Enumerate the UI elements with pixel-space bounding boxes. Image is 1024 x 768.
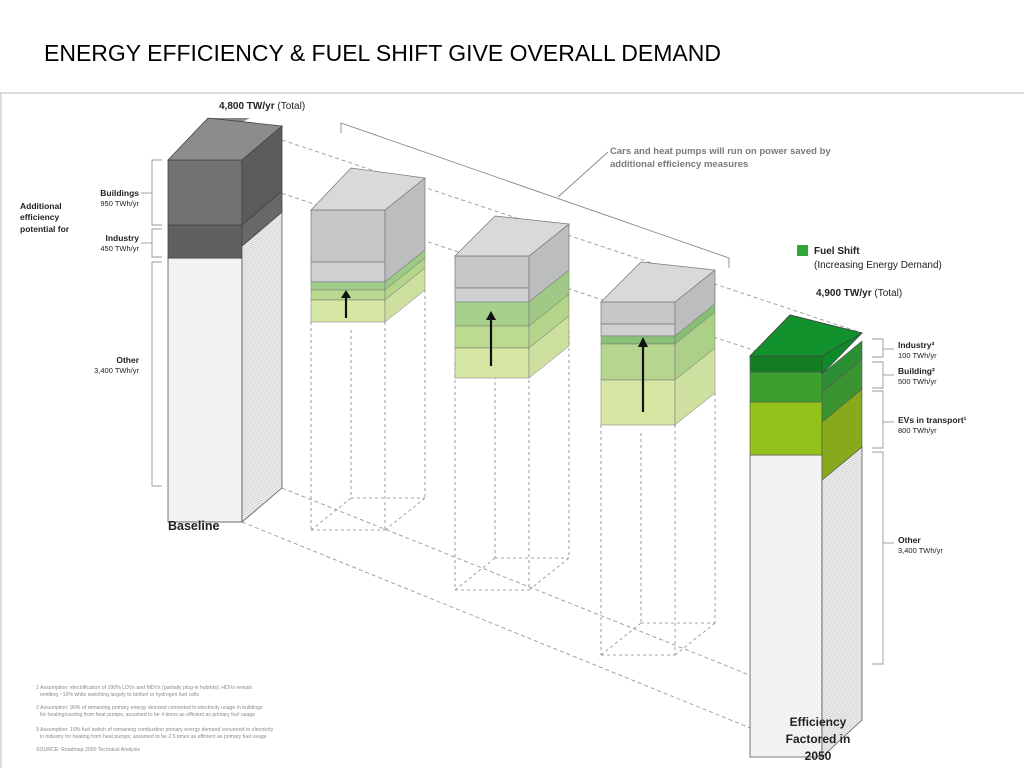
final-other-value: 3,400 TWh/yr bbox=[898, 546, 943, 555]
final-label-line-3: 2050 bbox=[805, 749, 832, 763]
footnote-2-line-1: 2 Assumption: 90% of remaining primary e… bbox=[36, 705, 263, 711]
final-total-value: 4,900 TW/yr bbox=[816, 288, 872, 299]
slide-title: ENERGY EFFICIENCY & FUEL SHIFT GIVE OVER… bbox=[44, 40, 721, 66]
energy-diagram: Additional efficiency potential for Buil… bbox=[0, 92, 1024, 768]
transition-cube-1 bbox=[310, 167, 426, 531]
final-evs-name: EVs in transport¹ bbox=[898, 415, 967, 425]
side-label-line-1: Additional bbox=[20, 201, 62, 211]
baseline-buildings-value: 950 TWh/yr bbox=[100, 199, 139, 208]
footnote-2-line-2: for heating/cooling from heat pumps; ass… bbox=[40, 712, 255, 718]
transition-cube-2 bbox=[454, 215, 570, 591]
final-brackets bbox=[872, 338, 894, 665]
footnote-3-line-1: 3 Assumption: 10% fuel switch of remaini… bbox=[36, 727, 274, 733]
baseline-total-suffix: (Total) bbox=[277, 101, 305, 112]
final-column bbox=[749, 314, 864, 758]
final-building-value: 500 TWh/yr bbox=[898, 377, 937, 386]
baseline-industry-name: Industry bbox=[105, 233, 139, 243]
baseline-column bbox=[167, 117, 283, 523]
callout-line-1: Cars and heat pumps will run on power sa… bbox=[610, 146, 831, 157]
side-label-line-3: potential for bbox=[20, 224, 70, 234]
footnotes: 1 Assumption: electrification of 100% LD… bbox=[36, 685, 274, 753]
final-evs-value: 800 TWh/yr bbox=[898, 426, 937, 435]
footnote-1-line-2: emitting ~10% while switching largely to… bbox=[40, 692, 199, 698]
final-evs-front bbox=[749, 401, 823, 456]
final-other-name: Other bbox=[898, 535, 921, 545]
baseline-other-name: Other bbox=[116, 355, 139, 365]
baseline-buildings-front bbox=[167, 159, 243, 226]
final-industry-value: 100 TWh/yr bbox=[898, 351, 937, 360]
footnote-1-line-1: 1 Assumption: electrification of 100% LD… bbox=[36, 685, 252, 691]
footnote-source: SOURCE: Roadmap 2050 Technical Analysis bbox=[36, 747, 140, 753]
legend-swatch bbox=[797, 245, 808, 256]
final-building-name: Building² bbox=[898, 366, 935, 376]
final-label-line-1: Efficiency bbox=[790, 715, 847, 729]
final-total-suffix: (Total) bbox=[874, 288, 902, 299]
transition-cube-3 bbox=[600, 261, 716, 656]
baseline-total: 4,800 TW/yr (Total) bbox=[219, 101, 305, 112]
baseline-industry-value: 450 TWh/yr bbox=[100, 244, 139, 253]
legend-subtitle: (Increasing Energy Demand) bbox=[814, 260, 942, 271]
final-total: 4,900 TW/yr (Total) bbox=[816, 288, 902, 299]
final-other-front bbox=[749, 454, 823, 758]
final-industry-front bbox=[749, 355, 823, 373]
callout-line-2: additional efficiency measures bbox=[610, 159, 748, 170]
baseline-other-front bbox=[167, 257, 243, 523]
final-building-front bbox=[749, 371, 823, 403]
baseline-industry-front bbox=[167, 224, 243, 259]
baseline-other-value: 3,400 TWh/yr bbox=[94, 366, 139, 375]
side-label-line-2: efficiency bbox=[20, 212, 59, 222]
footnote-3-line-2: in industry for heating from heat pumps;… bbox=[40, 734, 267, 740]
final-other-side bbox=[821, 446, 863, 758]
final-industry-name: Industry³ bbox=[898, 340, 935, 350]
baseline-label: Baseline bbox=[168, 519, 219, 533]
baseline-buildings-name: Buildings bbox=[100, 188, 139, 198]
baseline-other-side bbox=[241, 211, 283, 523]
baseline-brackets bbox=[141, 159, 162, 487]
legend-title: Fuel Shift bbox=[814, 246, 860, 257]
baseline-total-value: 4,800 TW/yr bbox=[219, 101, 275, 112]
final-label-line-2: Factored in bbox=[786, 732, 851, 746]
callout-bracket bbox=[340, 122, 730, 268]
